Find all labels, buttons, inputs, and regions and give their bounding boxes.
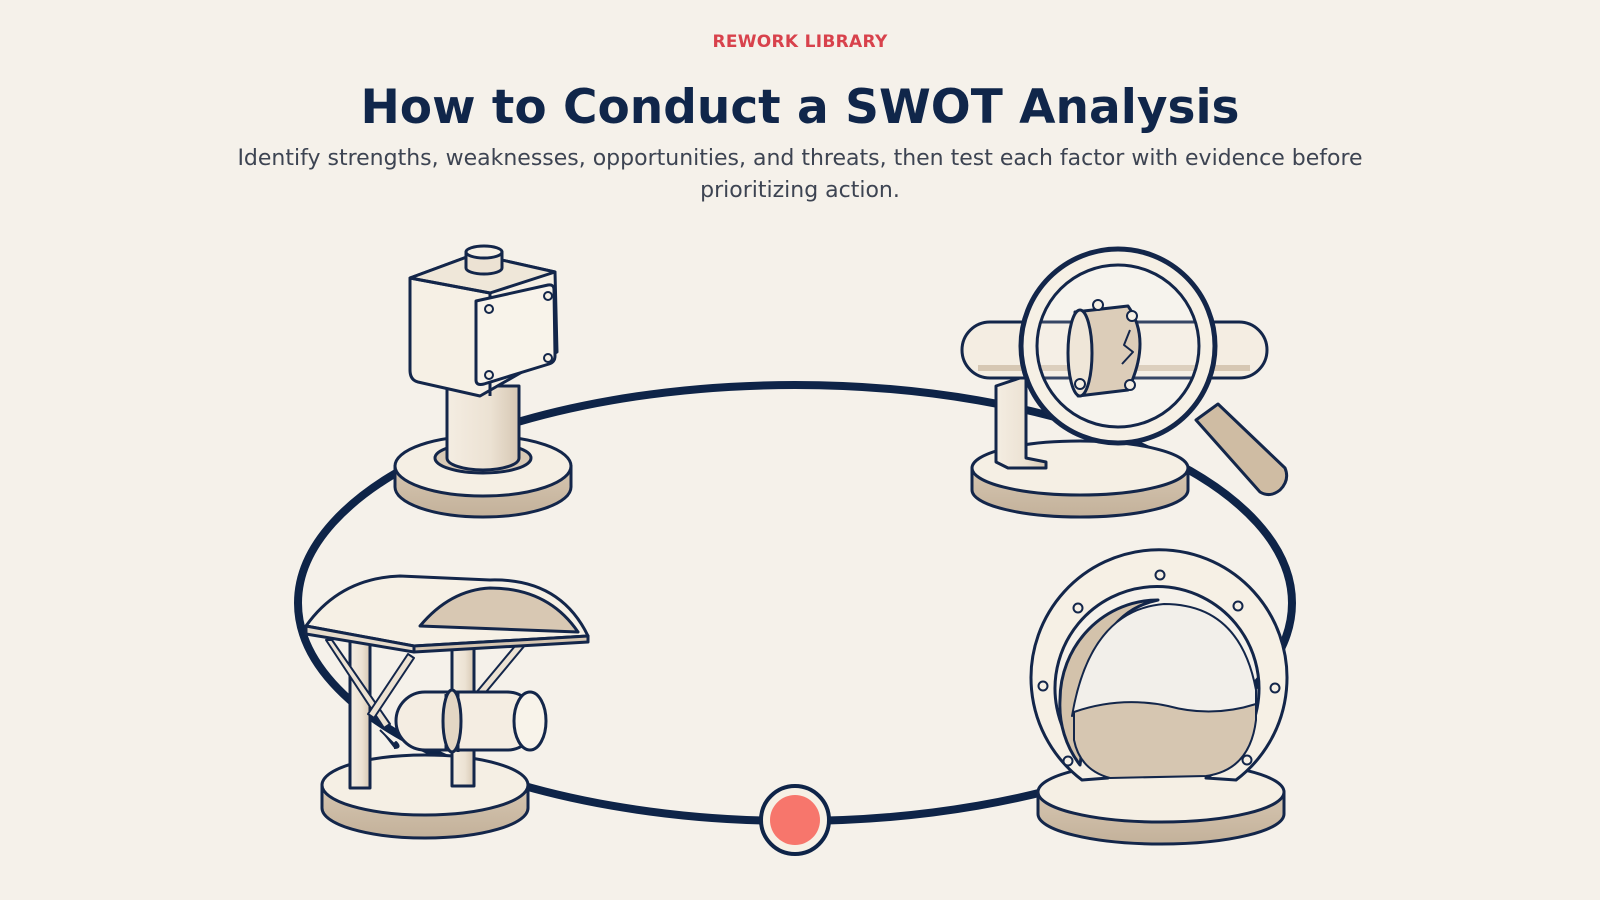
page-title: How to Conduct a SWOT Analysis [360, 80, 1240, 135]
pipe-inspection-magnifier-icon [960, 246, 1289, 519]
junction-box-on-pedestal-icon [393, 244, 573, 519]
progress-marker [759, 784, 831, 856]
covered-pipe-station-icon [304, 574, 590, 840]
eyebrow-label: REWORK LIBRARY [712, 32, 888, 52]
porthole-hatch-icon [1029, 548, 1289, 846]
page-subtitle: Identify strengths, weaknesses, opportun… [237, 146, 1363, 203]
